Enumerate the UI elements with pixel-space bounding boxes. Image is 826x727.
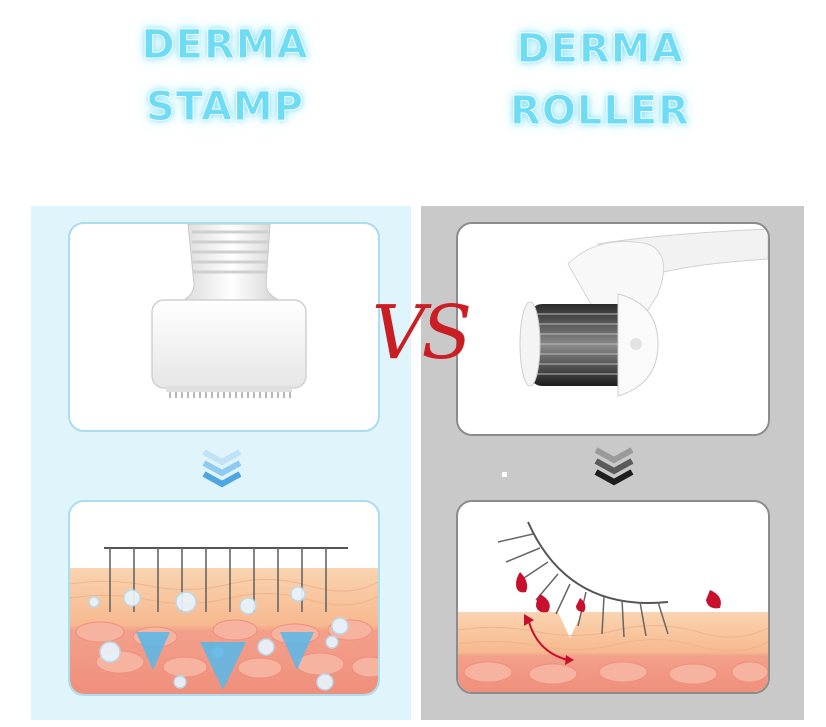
derma-roller-title-line1: DERMA xyxy=(516,26,684,73)
derma-roller-skin-diagram xyxy=(456,500,770,694)
microneedle-stamp-diagram-icon xyxy=(70,547,378,694)
derma-stamp-device-icon xyxy=(151,224,307,398)
derma-roller-device-icon xyxy=(519,228,768,397)
white-dot xyxy=(502,472,507,477)
derma-stamp-skin-diagram xyxy=(68,500,380,696)
derma-roller-image-box xyxy=(456,222,770,436)
derma-stamp-title-line2: STAMP xyxy=(145,84,305,131)
derma-roller-title-line2: ROLLER xyxy=(510,88,690,135)
derma-stamp-image-box xyxy=(68,222,380,432)
vs-label: VS xyxy=(371,290,472,376)
derma-roller-title: DERMA ROLLER xyxy=(485,18,715,142)
derma-stamp-title-line1: DERMA xyxy=(141,22,309,69)
chevron-down-icon xyxy=(594,447,634,486)
derma-stamp-title: DERMA STAMP xyxy=(110,14,340,138)
microneedle-roller-diagram-icon xyxy=(458,521,768,692)
chevron-down-icon xyxy=(202,449,242,488)
